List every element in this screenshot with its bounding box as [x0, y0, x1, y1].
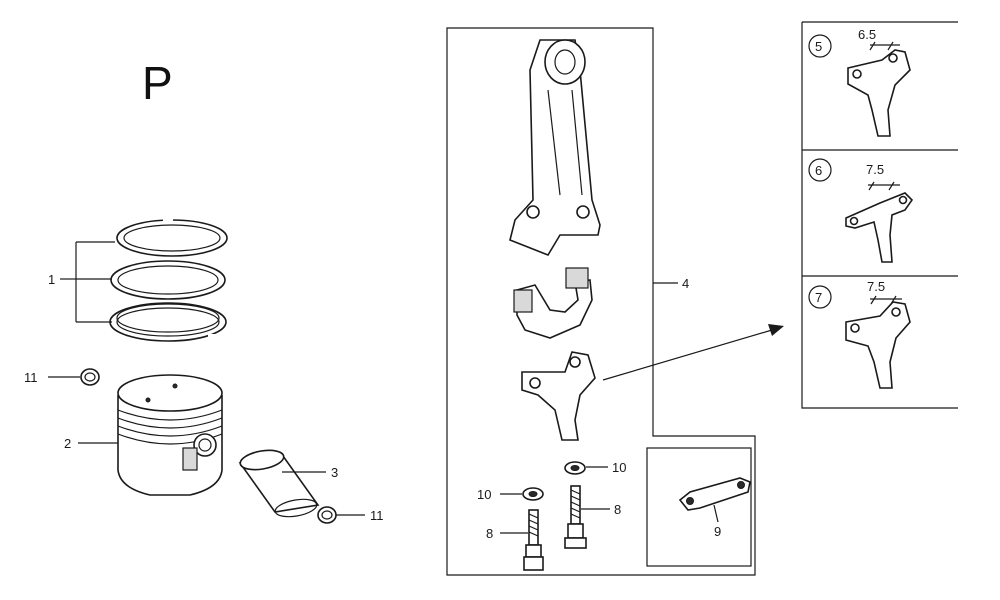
lock-plate [678, 477, 751, 511]
clip-right [317, 506, 337, 524]
callout-11-left: 11 [24, 370, 38, 385]
section-letter: P [142, 57, 173, 109]
callout-7: 7 [815, 290, 822, 305]
callout-3: 3 [331, 465, 338, 480]
oil-dipper [521, 351, 596, 441]
callout-10-left: 10 [477, 487, 491, 502]
callout-5: 5 [815, 39, 822, 54]
piston-rings [109, 218, 228, 342]
piston [117, 374, 223, 496]
connecting-rod [509, 39, 601, 256]
dipper-variants-panel [801, 21, 958, 409]
variant-7-circle [808, 285, 832, 309]
bolt-left [523, 509, 544, 571]
variant-6-circle [808, 158, 832, 182]
rod-cap [513, 267, 593, 339]
callout-9: 9 [714, 524, 721, 539]
dimension-6-mark [868, 181, 900, 191]
piston-pin [238, 449, 320, 518]
dimension-5: 6.5 [858, 27, 876, 42]
washer-left [522, 487, 544, 501]
bolt-right [564, 485, 587, 549]
callout-10-right: 10 [612, 460, 626, 475]
washer-right [564, 461, 586, 475]
dimension-7: 7.5 [867, 279, 885, 294]
dipper-variant-arrow [602, 324, 784, 381]
callout-8-right: 8 [614, 502, 621, 517]
clip-left [80, 368, 100, 386]
dimension-5-mark [869, 41, 900, 51]
dimension-6: 7.5 [866, 162, 884, 177]
callout-2: 2 [64, 436, 71, 451]
callout-9-leader [713, 504, 719, 523]
variant-5-circle [808, 34, 832, 58]
callout-1: 1 [48, 272, 55, 287]
callout-8-left: 8 [486, 526, 493, 541]
dipper-variant-6 [845, 192, 914, 263]
lock-plate-box [646, 447, 752, 567]
callout-4: 4 [682, 276, 689, 291]
callout-6: 6 [815, 163, 822, 178]
callout-11-right: 11 [370, 508, 384, 523]
dipper-variant-5 [847, 49, 911, 137]
callout-1-leader [60, 241, 115, 323]
dipper-variant-7 [845, 301, 911, 389]
connecting-rod-frame [446, 27, 756, 576]
